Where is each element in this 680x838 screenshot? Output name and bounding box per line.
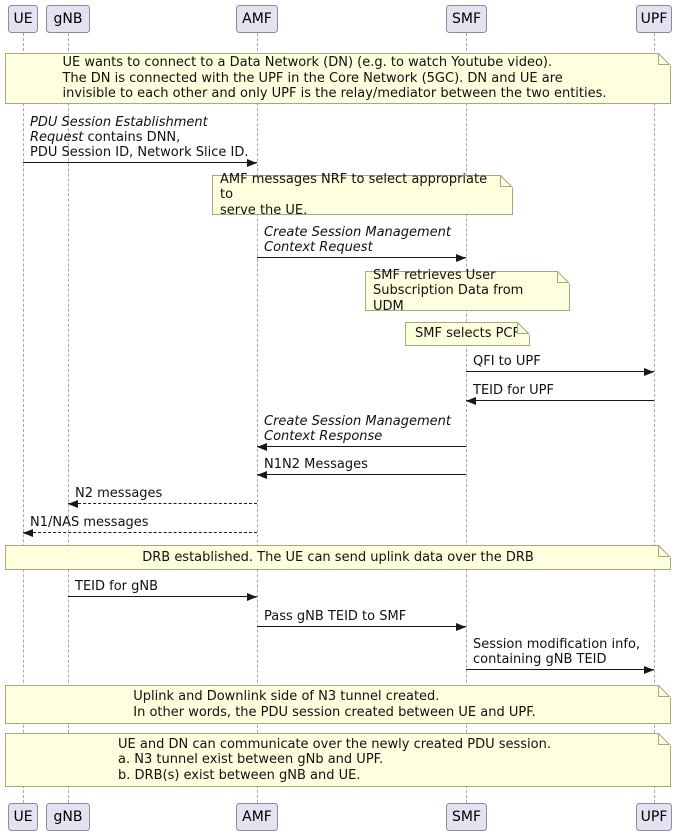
- msg-n2-messages-line: [68, 503, 257, 504]
- lifeline-smf: [466, 33, 467, 803]
- arrowhead-icon: [247, 592, 257, 601]
- arrowhead-icon: [644, 367, 654, 376]
- msg-session-modification-info-label: Session modification info,containing gNB…: [473, 637, 641, 667]
- note-smf-pcf: SMF selects PCF: [405, 322, 530, 346]
- msg-n1-nas-messages-label: N1/NAS messages: [30, 515, 149, 530]
- participant-amf-top: AMF: [236, 5, 278, 33]
- participant-smf-bottom: SMF: [446, 803, 487, 831]
- note-fold-icon: [658, 685, 671, 698]
- participant-upf-bottom: UPF: [636, 803, 672, 831]
- arrowhead-icon: [257, 470, 267, 479]
- note-n3-tunnel: Uplink and Downlink side of N3 tunnel cr…: [5, 685, 671, 724]
- participant-ue-top: UE: [8, 5, 38, 33]
- arrowhead-icon: [644, 665, 654, 674]
- arrowhead-icon: [23, 528, 33, 537]
- msg-pass-gnb-teid-to-smf-line: [257, 626, 466, 627]
- msg-session-modification-info-line: [466, 669, 654, 670]
- msg-teid-for-gnb-line: [68, 596, 257, 597]
- participant-amf-bottom: AMF: [236, 803, 278, 831]
- note-fold-icon: [500, 175, 513, 188]
- msg-pdu-session-establishment-request-line: [23, 162, 257, 163]
- lifeline-amf: [257, 33, 258, 803]
- note-fold-icon: [658, 545, 671, 558]
- msg-n2-messages-label: N2 messages: [75, 486, 163, 501]
- arrowhead-icon: [456, 253, 466, 262]
- msg-pass-gnb-teid-to-smf-label: Pass gNB TEID to SMF: [264, 609, 407, 624]
- msg-teid-for-gnb-label: TEID for gNB: [75, 579, 159, 594]
- note-intro: UE wants to connect to a Data Network (D…: [5, 53, 671, 104]
- msg-teid-for-upf-line: [466, 400, 654, 401]
- arrowhead-icon: [68, 499, 78, 508]
- msg-create-sm-context-request-line: [257, 257, 466, 258]
- msg-create-sm-context-response-line: [257, 446, 466, 447]
- participant-ue-bottom: UE: [8, 803, 38, 831]
- lifeline-gnb: [68, 33, 69, 803]
- arrowhead-icon: [456, 622, 466, 631]
- arrowhead-icon: [257, 442, 267, 451]
- note-fold-icon: [658, 733, 671, 746]
- note-drb-established: DRB established. The UE can send uplink …: [5, 545, 671, 570]
- participant-gnb-bottom: gNB: [46, 803, 90, 831]
- arrowhead-icon: [247, 158, 257, 167]
- msg-n1n2-messages-line: [257, 474, 466, 475]
- participant-upf-top: UPF: [636, 5, 672, 33]
- arrowhead-icon: [466, 396, 476, 405]
- note-pdu-session-summary: UE and DN can communicate over the newly…: [5, 733, 671, 787]
- msg-qfi-to-upf-line: [466, 371, 654, 372]
- msg-qfi-to-upf-label: QFI to UPF: [473, 354, 541, 369]
- msg-n1n2-messages-label: N1N2 Messages: [264, 457, 368, 472]
- note-fold-icon: [517, 322, 530, 335]
- note-fold-icon: [557, 271, 570, 284]
- msg-teid-for-upf-label: TEID for UPF: [473, 383, 554, 398]
- lifeline-upf: [654, 33, 655, 803]
- participant-gnb-top: gNB: [46, 5, 90, 33]
- participant-smf-top: SMF: [446, 5, 487, 33]
- note-amf-nrf: AMF messages NRF to select appropriate t…: [212, 172, 513, 218]
- note-fold-icon: [658, 53, 671, 66]
- lifeline-ue: [23, 33, 24, 803]
- msg-n1-nas-messages-line: [23, 532, 257, 533]
